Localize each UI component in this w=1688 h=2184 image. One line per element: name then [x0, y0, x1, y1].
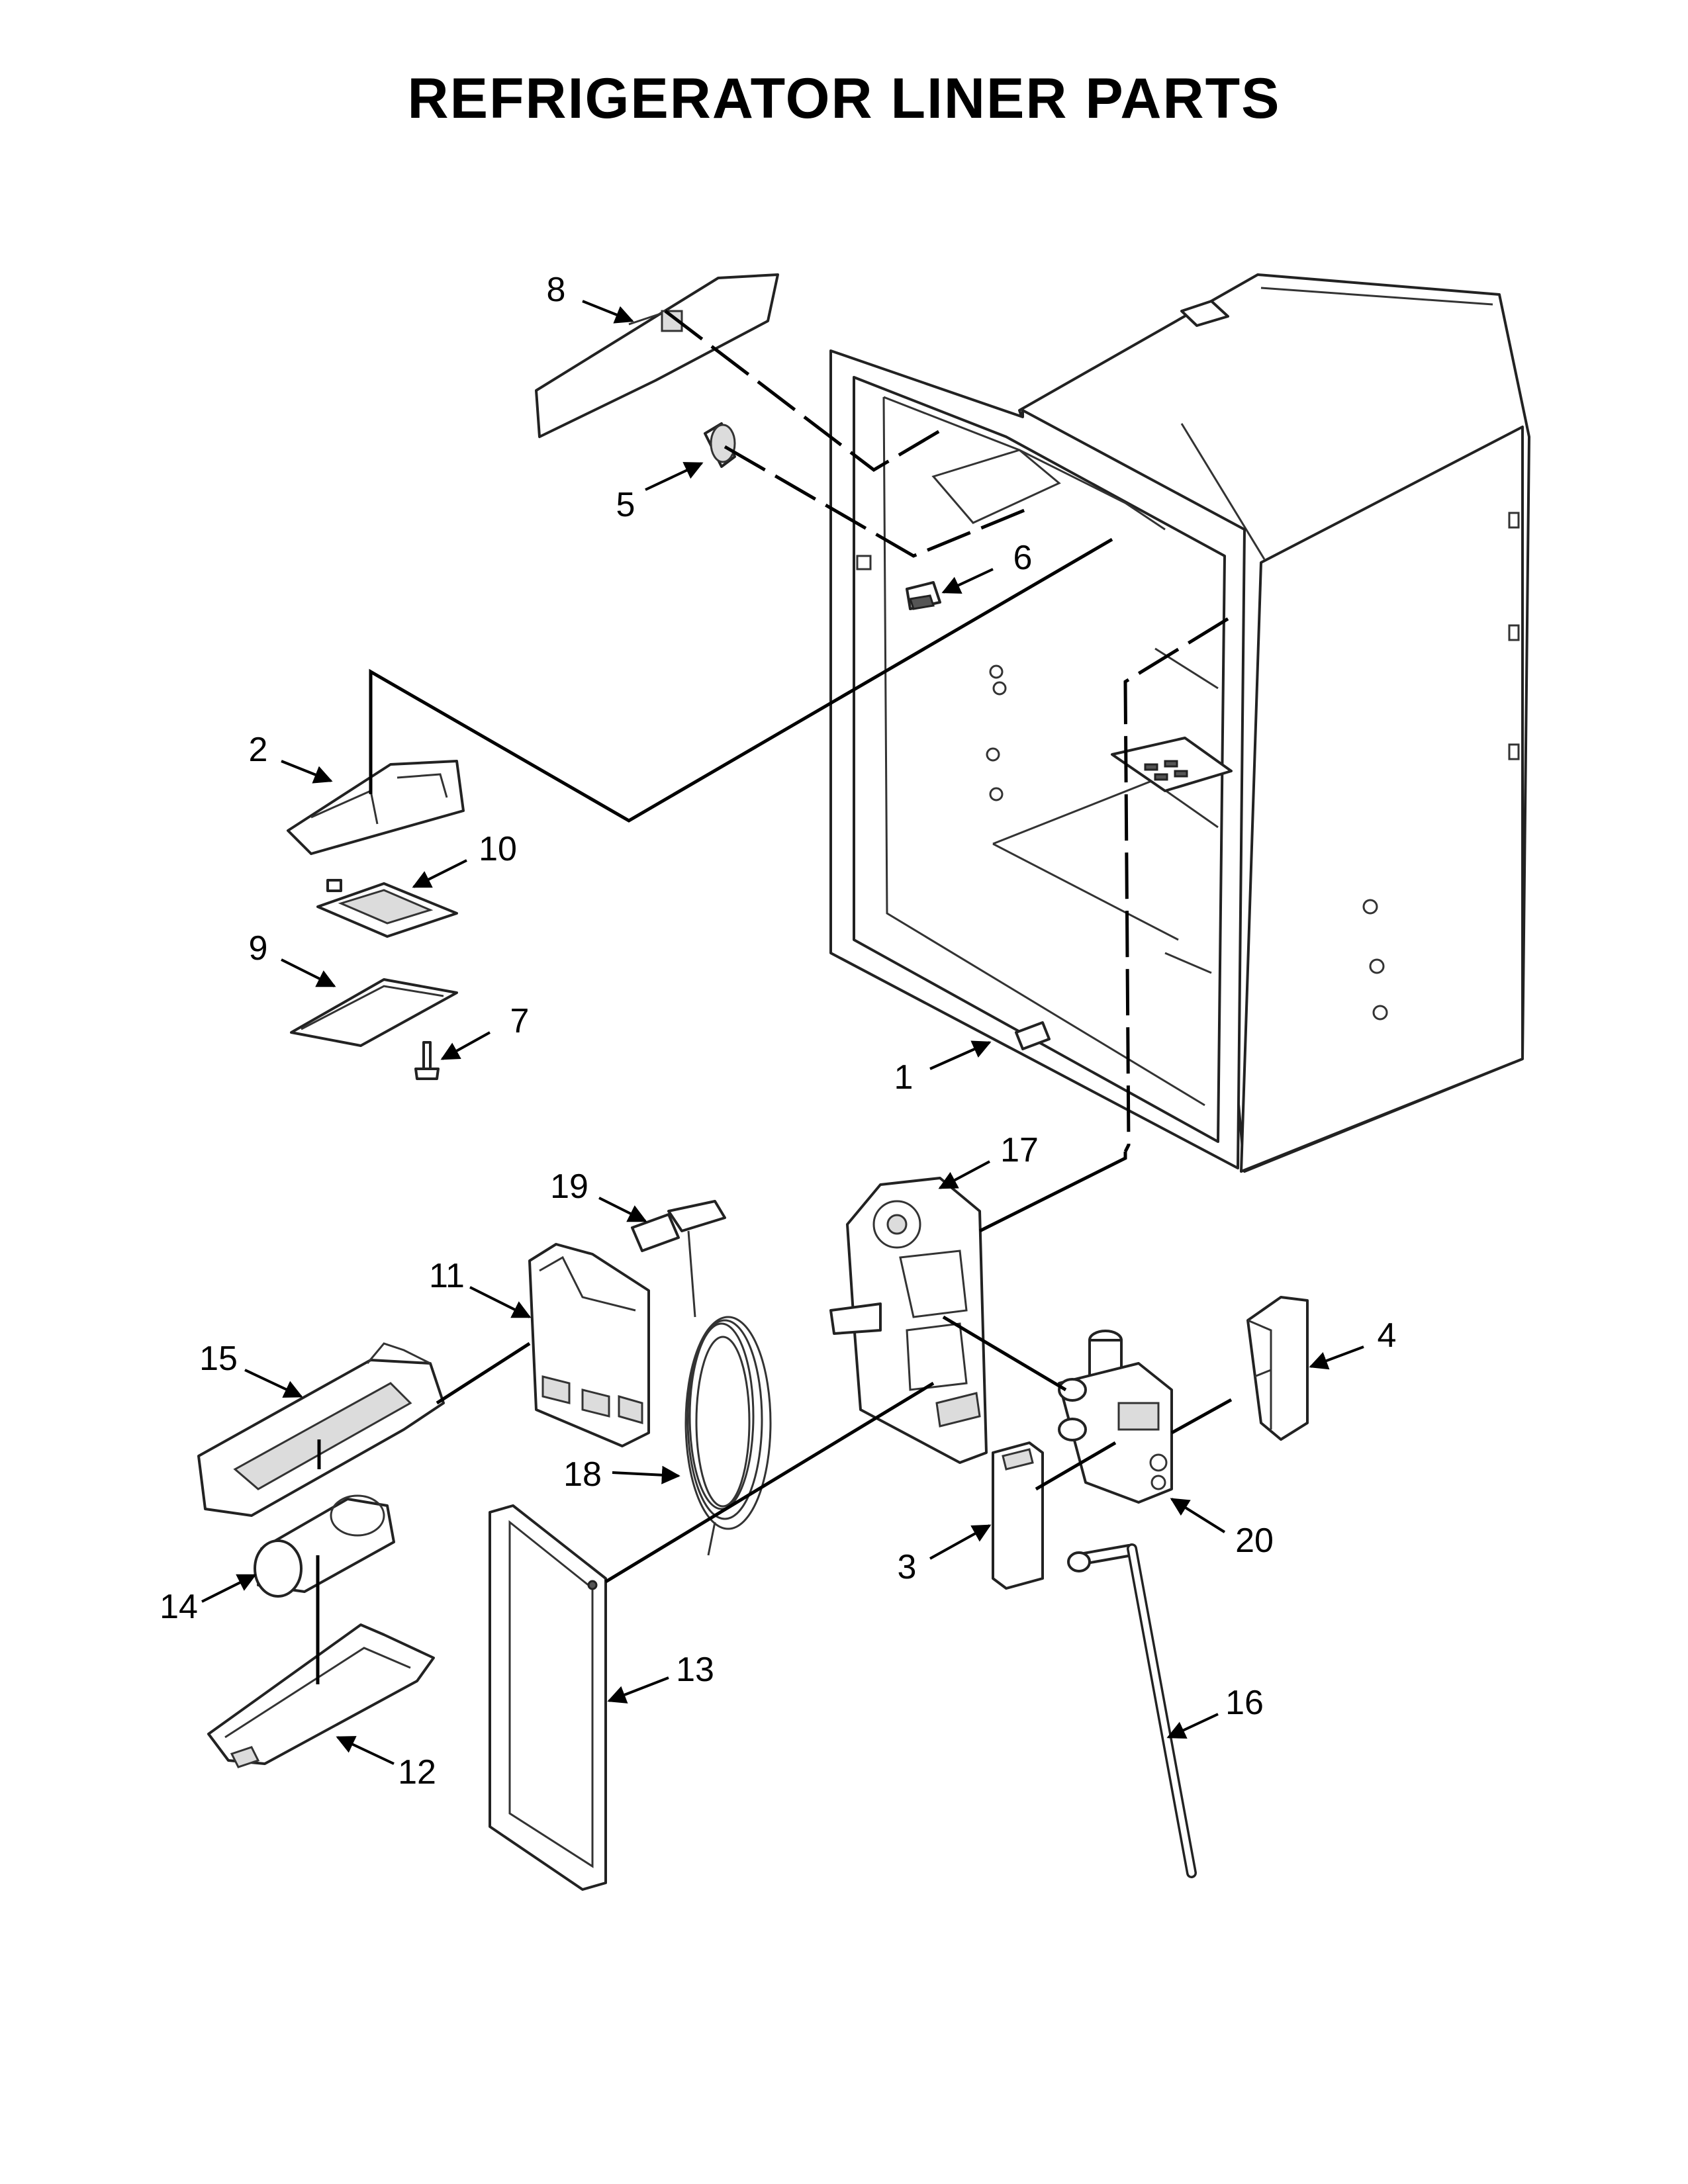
- callout-3: 3: [898, 1548, 917, 1586]
- callout-arrow-5: [645, 462, 704, 491]
- part-20-valve: [1058, 1330, 1173, 1504]
- part-19: [631, 1200, 726, 1318]
- callout-arrow-14: [201, 1574, 257, 1603]
- callout-arrow-17: [938, 1160, 990, 1189]
- callout-4: 4: [1378, 1316, 1397, 1355]
- part-14-filter: [254, 1494, 395, 1598]
- callout-arrow-8: [582, 300, 634, 324]
- callout-arrow-20: [1170, 1498, 1226, 1533]
- callout-13: 13: [676, 1651, 714, 1689]
- callout-arrow-9: [281, 958, 336, 987]
- part-15: [197, 1342, 445, 1517]
- callout-9: 9: [249, 929, 268, 968]
- callout-arrow-13: [607, 1676, 669, 1704]
- callout-18: 18: [563, 1455, 602, 1494]
- part-9: [290, 978, 458, 1047]
- callout-arrow-4: [1309, 1345, 1364, 1370]
- callout-14: 14: [160, 1588, 198, 1626]
- part-7-screw: [414, 1041, 440, 1080]
- callout-arrow-15: [244, 1369, 303, 1398]
- part-6: [906, 581, 941, 610]
- callout-arrow-6: [941, 568, 994, 594]
- callout-arrow-3: [929, 1524, 992, 1560]
- callout-arrows: [201, 300, 1364, 1765]
- callout-7: 7: [510, 1002, 530, 1040]
- part-4: [1246, 1296, 1309, 1441]
- callout-10: 10: [479, 830, 517, 868]
- part-12: [207, 1623, 435, 1768]
- callout-15: 15: [199, 1340, 238, 1378]
- callout-arrow-10: [412, 859, 467, 888]
- callout-arrow-19: [598, 1197, 647, 1222]
- callout-arrow-7: [440, 1031, 491, 1060]
- part-5: [704, 422, 736, 468]
- callout-labels: 8 5 6 2 10 9 7 1 17 19 11 15 4 18 20 3 1…: [160, 271, 1396, 1792]
- callout-arrow-16: [1166, 1713, 1219, 1739]
- callout-arrow-2: [281, 760, 333, 784]
- callout-8: 8: [547, 271, 566, 309]
- connection-lines: [316, 310, 1233, 1684]
- part-10: [316, 879, 458, 938]
- part-18-coil: [684, 1316, 772, 1556]
- part-2: [287, 760, 465, 855]
- part-17: [829, 1177, 988, 1464]
- part-8: [535, 273, 779, 438]
- callout-1: 1: [894, 1058, 914, 1097]
- callout-6: 6: [1013, 539, 1033, 577]
- part-16-tube: [1067, 1543, 1197, 1878]
- callout-17: 17: [1000, 1131, 1039, 1169]
- callout-arrow-11: [469, 1286, 532, 1318]
- callout-16: 16: [1225, 1684, 1264, 1722]
- page-title: REFRIGERATOR LINER PARTS: [407, 67, 1281, 130]
- part-13: [489, 1504, 607, 1891]
- callout-2: 2: [249, 731, 268, 769]
- callout-arrow-1: [929, 1040, 992, 1070]
- callout-11: 11: [429, 1257, 465, 1295]
- callout-12: 12: [398, 1753, 436, 1792]
- callout-5: 5: [616, 486, 635, 524]
- part-3: [992, 1441, 1044, 1590]
- part-11: [528, 1243, 650, 1447]
- callout-arrow-18: [612, 1465, 680, 1484]
- callout-arrow-12: [336, 1736, 395, 1765]
- part-1-liner: [829, 273, 1530, 1173]
- callout-20: 20: [1235, 1522, 1274, 1560]
- callout-19: 19: [550, 1167, 588, 1206]
